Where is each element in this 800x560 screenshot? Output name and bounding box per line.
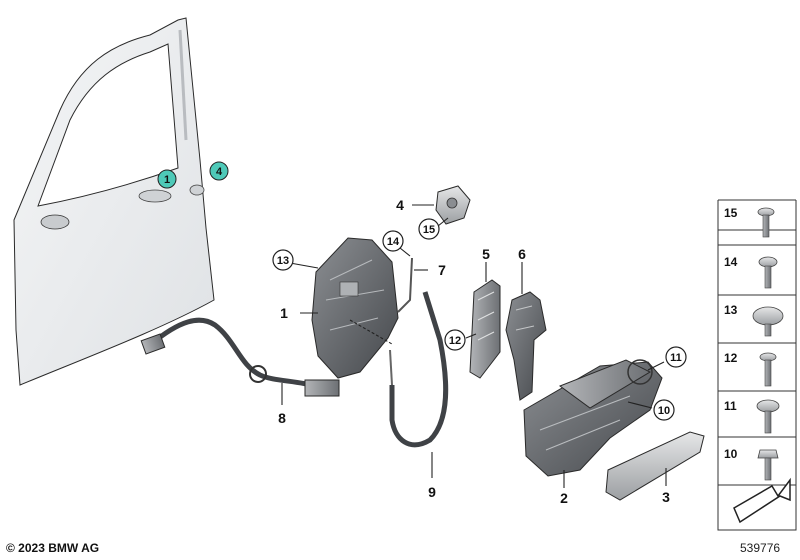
label-4: 4: [396, 197, 404, 213]
callout-13[interactable]: 13: [272, 249, 294, 271]
callout-12[interactable]: 12: [444, 329, 466, 351]
screw-icon: [752, 306, 784, 337]
part-1-lock: [289, 237, 399, 379]
label-2: 2: [560, 490, 568, 506]
part-3-cover: [605, 431, 705, 501]
label-1: 1: [280, 305, 288, 321]
screw-icon: [757, 449, 779, 481]
callout-13-label: 13: [277, 255, 289, 267]
fastener-table: [717, 229, 797, 531]
table-row-11-label: 11: [724, 399, 737, 413]
door-callout-1[interactable]: 1: [157, 169, 177, 189]
label-9: 9: [428, 484, 436, 500]
diagram-reference-number: 539776: [740, 541, 781, 555]
callout-14-label: 14: [387, 236, 400, 248]
table-row-13-label: 13: [724, 303, 738, 317]
screw-icon: [758, 256, 778, 289]
copyright-text: © 2023 BMW AG: [6, 541, 100, 555]
part-6-bracket: [505, 262, 547, 401]
callout-14[interactable]: 14: [382, 230, 404, 252]
part-9-cable: [389, 291, 449, 478]
label-8: 8: [278, 410, 286, 426]
callout-15-label: 15: [423, 224, 435, 236]
callout-10[interactable]: 10: [653, 399, 675, 421]
door-callout-1-label: 1: [164, 174, 170, 186]
part-8-cable: [140, 317, 340, 405]
screw-icon: [756, 399, 780, 434]
label-5: 5: [482, 246, 490, 262]
label-3: 3: [662, 489, 670, 505]
part-5-bracket: [465, 262, 501, 379]
table-row-14-label: 14: [724, 255, 738, 269]
label-6: 6: [518, 246, 526, 262]
callout-10-label: 10: [658, 405, 670, 417]
part-2-handle-carrier: [523, 359, 665, 488]
screw-icon: [759, 352, 777, 387]
callout-11[interactable]: 11: [665, 346, 687, 368]
part-7-rod: [397, 247, 428, 313]
table-row-15-label: 15: [724, 206, 738, 220]
screw-icon: [757, 207, 775, 238]
door-callout-4[interactable]: 4: [209, 161, 229, 181]
table-row-10-label: 10: [724, 447, 738, 461]
callout-15[interactable]: 15: [418, 218, 440, 240]
callout-12-label: 12: [449, 335, 461, 347]
door-callout-4-label: 4: [216, 166, 223, 178]
table-row-12-label: 12: [724, 351, 738, 365]
callout-11-label: 11: [670, 352, 682, 364]
label-7: 7: [438, 262, 446, 278]
door-panel: [13, 17, 215, 386]
arrow-icon: [733, 477, 791, 524]
part-4-striker: [412, 185, 471, 227]
